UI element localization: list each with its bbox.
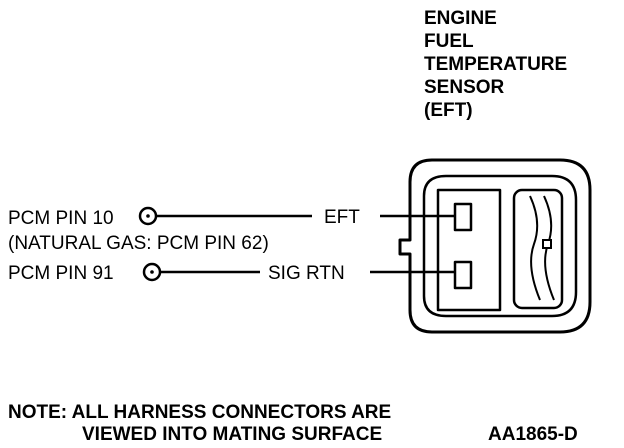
footer-note: NOTE: ALL HARNESS CONNECTORS ARE VIEWED …: [8, 402, 391, 445]
sensor-title-line-4: SENSOR: [424, 77, 505, 98]
pin-cavity-block: [436, 188, 502, 312]
sensor-title-line-1: ENGINE: [424, 8, 497, 29]
eft-terminal-cavity: [453, 202, 473, 232]
sensor-title: ENGINE FUEL TEMPERATURE SENSOR (EFT): [424, 8, 567, 121]
connector-outer-housing: [398, 158, 592, 334]
footer-note-line-1: NOTE: ALL HARNESS CONNECTORS ARE: [8, 402, 391, 423]
sensor-title-line-3: TEMPERATURE: [424, 54, 567, 75]
connector-inner-housing: [422, 174, 578, 318]
eft-signal-label: EFT: [324, 207, 360, 228]
figure-id: AA1865-D: [488, 424, 578, 445]
pcm-pin-10-terminal-dot: [146, 214, 150, 218]
footer-note-line-2: VIEWED INTO MATING SURFACE: [82, 424, 382, 445]
pcm-pin-91-terminal-dot: [150, 270, 154, 274]
locking-latch-frame: [512, 188, 564, 310]
pcm-pin-10-terminal: [138, 206, 158, 226]
natural-gas-note: (NATURAL GAS: PCM PIN 62): [8, 233, 269, 254]
pcm-pin-10-label: PCM PIN 10: [8, 208, 114, 229]
sig-rtn-terminal-cavity: [453, 260, 473, 290]
sig-rtn-signal-label: SIG RTN: [268, 263, 345, 284]
sensor-title-line-5: (EFT): [424, 100, 473, 121]
pcm-pin-91-terminal: [142, 262, 162, 282]
sensor-title-line-2: FUEL: [424, 31, 474, 52]
pcm-pin-91-label: PCM PIN 91: [8, 263, 114, 284]
sensor-connector: [398, 158, 592, 334]
locking-latch-spring: [529, 195, 541, 301]
latch-release-tab: [542, 239, 552, 249]
